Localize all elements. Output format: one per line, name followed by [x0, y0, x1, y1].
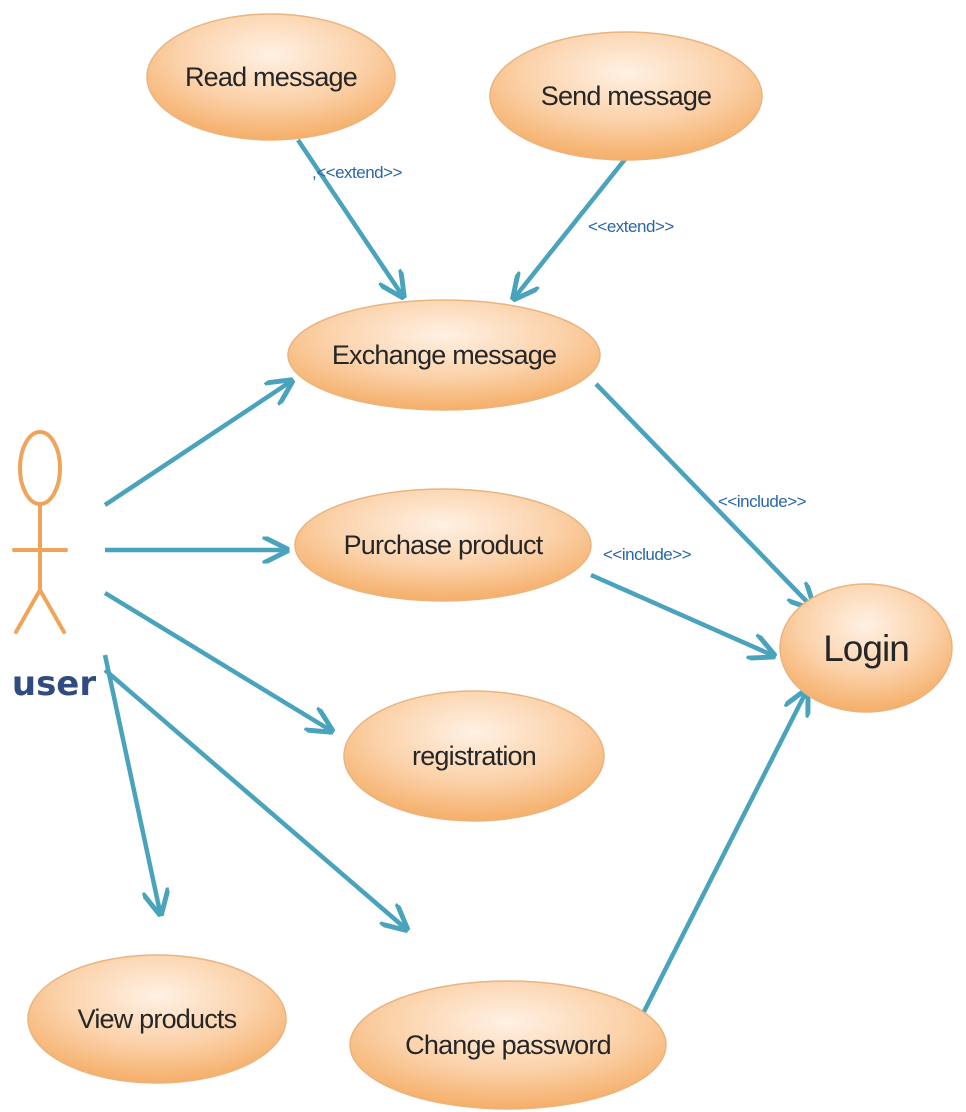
- actor-label: user: [12, 664, 97, 704]
- use-case-label: Change password: [405, 1030, 611, 1060]
- use-case-purchase-product[interactable]: Purchase product: [294, 488, 592, 602]
- use-case-change-password[interactable]: Change password: [349, 980, 667, 1110]
- actor-registration-connector: [103, 591, 330, 730]
- use-case-send-message[interactable]: Send message: [489, 31, 763, 161]
- user-actor: user: [12, 430, 97, 704]
- extend-send-connector: [515, 156, 628, 297]
- include-stereotype-purchase: <<include>>: [603, 545, 692, 564]
- extend-read-connector: [296, 138, 402, 295]
- use-case-label: Purchase product: [344, 530, 544, 560]
- use-case-label: Login: [823, 628, 909, 669]
- actor-exchange-connector: [103, 382, 290, 507]
- extend-stereotype-send: <<extend>>: [588, 217, 674, 236]
- use-case-login[interactable]: Login: [779, 583, 953, 713]
- actor-change-password-connector: [103, 668, 405, 928]
- connectors: [102, 138, 812, 1057]
- actor-view-products-connector: [102, 654, 160, 912]
- use-case-view-products[interactable]: View products: [27, 954, 287, 1084]
- use-case-label: Read message: [185, 62, 357, 92]
- extend-stereotype-read: ,<<extend>>: [312, 163, 403, 182]
- include-stereotype-exchange: <<include>>: [718, 492, 807, 511]
- change-password-login-connector: [619, 692, 806, 1057]
- use-case-label: registration: [412, 741, 536, 771]
- use-case-label: Exchange message: [332, 340, 556, 370]
- use-case-registration[interactable]: registration: [343, 690, 605, 822]
- use-case-exchange-message[interactable]: Exchange message: [287, 299, 601, 411]
- include-purchase-login-connector: [590, 572, 772, 655]
- use-case-label: View products: [78, 1004, 237, 1034]
- stick-figure-icon: [12, 430, 68, 634]
- use-case-label: Send message: [541, 81, 712, 111]
- use-case-read-message[interactable]: Read message: [146, 13, 396, 141]
- include-exchange-login-connector: [594, 382, 812, 607]
